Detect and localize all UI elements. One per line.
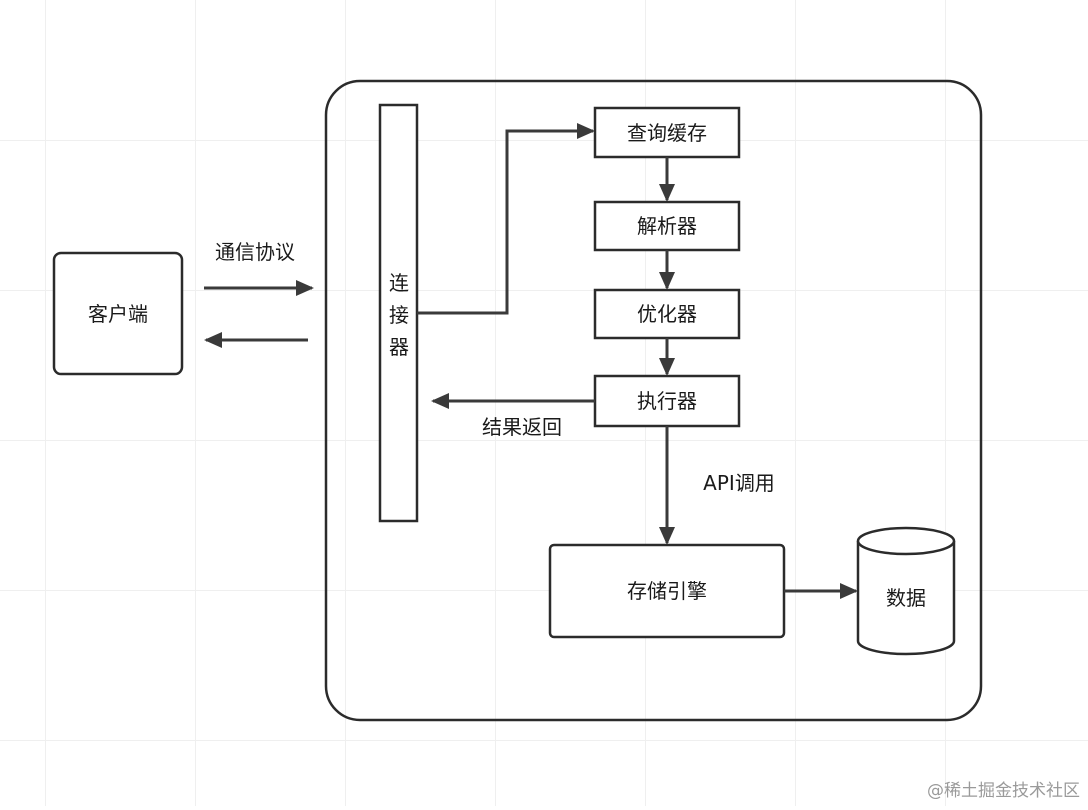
query-cache-node: 查询缓存 bbox=[593, 106, 741, 159]
server-container bbox=[324, 79, 983, 722]
storage-engine-node: 存储引擎 bbox=[548, 543, 786, 639]
data-cylinder-node: 数据 bbox=[856, 526, 956, 656]
connector-label-1: 连 bbox=[389, 271, 409, 295]
optimizer-label: 优化器 bbox=[637, 302, 697, 326]
client-node: 客户端 bbox=[52, 251, 184, 376]
executor-node: 执行器 bbox=[593, 374, 741, 428]
protocol-label: 通信协议 bbox=[215, 240, 295, 264]
connector-node: 连 接 器 bbox=[378, 103, 419, 523]
data-label: 数据 bbox=[886, 586, 926, 610]
executor-label: 执行器 bbox=[637, 389, 697, 413]
connector-label-2: 接 bbox=[389, 303, 409, 327]
connector-to-cache-arrow bbox=[417, 123, 595, 315]
api-call-label: API调用 bbox=[703, 471, 775, 495]
storage-engine-label: 存储引擎 bbox=[627, 579, 707, 603]
optimizer-node: 优化器 bbox=[593, 288, 741, 340]
parser-label: 解析器 bbox=[637, 214, 697, 238]
connector-label-3: 器 bbox=[389, 335, 409, 359]
result-return-label: 结果返回 bbox=[482, 415, 562, 439]
query-cache-label: 查询缓存 bbox=[627, 121, 707, 145]
watermark-text: @稀土掘金技术社区 bbox=[927, 781, 1080, 801]
client-label: 客户端 bbox=[88, 302, 148, 326]
parser-node: 解析器 bbox=[593, 200, 741, 252]
